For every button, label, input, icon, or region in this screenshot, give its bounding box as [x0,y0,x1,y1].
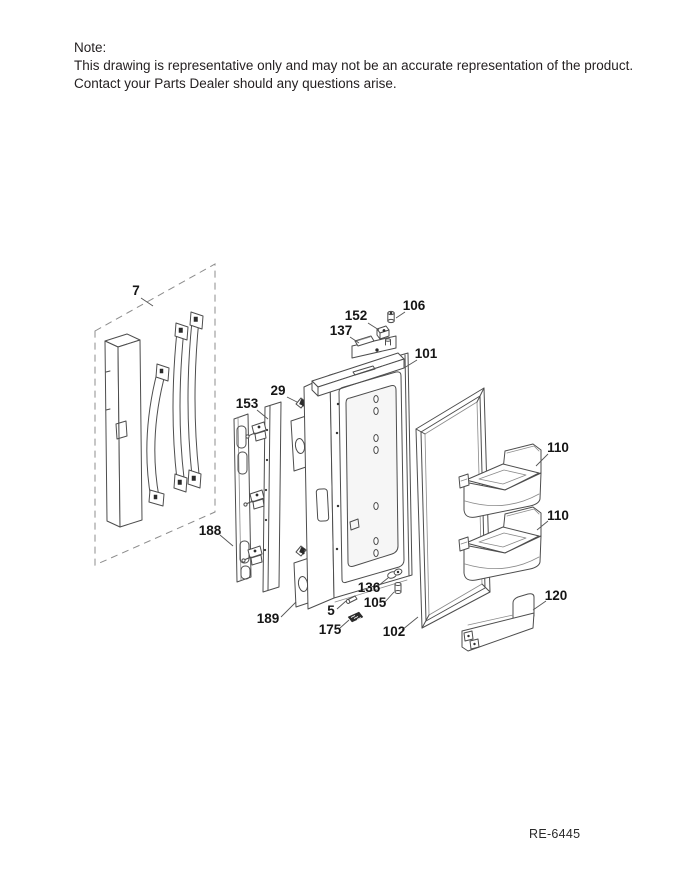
callout-136: 136 [358,580,381,595]
callout-137: 137 [330,323,353,338]
callout-110-lower: 110 [547,508,569,523]
door-handle-long [187,311,204,489]
note-line-2: Contact your Parts Dealer should any que… [74,76,397,91]
note-title: Note: [74,40,107,55]
spacer-cylinder [394,582,402,594]
handle-packaging-box [104,333,143,528]
mullion-rail [241,401,282,593]
callout-101: 101 [415,346,438,361]
pivot-pin [345,595,358,604]
callout-7: 7 [132,283,140,298]
door-panel [303,335,413,610]
liner-bosses [373,395,379,557]
hinge-pin [387,310,395,324]
callout-175: 175 [319,622,342,637]
callout-29: 29 [270,383,285,398]
handle-kit-boundary [94,263,216,566]
callout-102: 102 [383,624,406,639]
retainer-clip-bottom [295,545,307,557]
callout-188: 188 [199,523,222,538]
callout-120: 120 [545,588,568,603]
hinge-bracket-small [376,325,390,340]
callout-110-upper: 110 [547,440,569,455]
note-line-1: This drawing is representative only and … [74,58,634,73]
handle-mount-recess [315,488,330,522]
trim-strip [233,413,252,583]
grommet [387,568,403,579]
callout-labels: 7 152 106 137 101 29 153 188 189 110 110… [132,283,569,639]
leader-lines [140,297,549,631]
door-handle-mid [172,322,189,493]
callout-153: 153 [236,396,259,411]
note-block: Note: This drawing is representative onl… [74,39,634,93]
door-stop-plate [354,335,375,347]
callout-189: 189 [257,611,280,626]
callout-152: 152 [345,308,368,323]
callout-106: 106 [403,298,426,313]
callout-105: 105 [364,595,387,610]
door-handle-short [146,363,170,507]
snugger-tray [461,593,535,652]
plug-insert [347,611,364,623]
diagram-reference: RE-6445 [529,827,581,841]
callout-5: 5 [327,603,335,618]
